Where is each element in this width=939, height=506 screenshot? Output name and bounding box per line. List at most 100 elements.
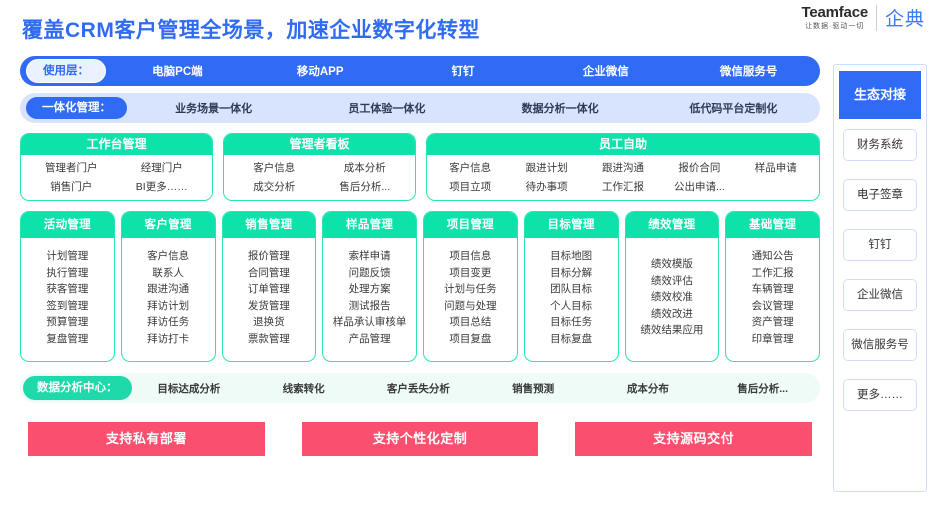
module-card-item[interactable]: 绩效结果应用 (640, 324, 704, 337)
usage-layer-item[interactable]: 企业微信 (582, 66, 629, 78)
source-code-delivery-button[interactable]: 支持源码交付 (575, 422, 813, 456)
module-card-item[interactable]: 客户信息 (147, 250, 190, 262)
module-card-item[interactable]: 目标复盘 (550, 332, 593, 345)
module-card-item[interactable]: 车辆管理 (751, 283, 794, 295)
ecosystem-item-esignature[interactable]: 电子签章 (843, 179, 917, 211)
panel-item[interactable]: 跟进计划 (525, 162, 568, 174)
panel-item[interactable]: 销售门户 (50, 181, 93, 193)
panel-item[interactable]: 工作汇报 (601, 181, 644, 193)
module-card-item[interactable]: 获客管理 (46, 283, 89, 295)
panel-item[interactable]: 项目立项 (449, 181, 492, 193)
module-card-item[interactable]: 通知公告 (751, 250, 794, 262)
data-analysis-item[interactable]: 线索转化 (282, 382, 325, 395)
module-card-item[interactable]: 执行管理 (46, 266, 89, 279)
module-card-item[interactable]: 资产管理 (751, 316, 794, 328)
panel-item[interactable]: BI更多…… (135, 181, 188, 193)
panel-item[interactable]: 客户信息 (449, 162, 492, 174)
ecosystem-item-more[interactable]: 更多…… (843, 379, 917, 411)
module-card-item[interactable]: 测试报告 (348, 299, 391, 312)
module-card-item[interactable]: 印章管理 (751, 332, 794, 345)
panel-item[interactable]: 跟进沟通 (601, 162, 644, 174)
module-card-item[interactable]: 产品管理 (348, 332, 391, 345)
module-card-item[interactable]: 计划与任务 (444, 283, 497, 295)
integrated-management-item[interactable]: 员工体验一体化 (348, 103, 426, 115)
module-card-item[interactable]: 合同管理 (247, 266, 290, 279)
module-card-item[interactable]: 订单管理 (247, 283, 290, 295)
module-card-item[interactable]: 绩效校准 (650, 291, 693, 304)
module-card-item[interactable]: 绩效改进 (650, 307, 693, 320)
module-card-title: 项目管理 (424, 212, 517, 238)
module-card-item[interactable]: 拜访计划 (147, 299, 190, 312)
panel-item[interactable]: 客户信息 (253, 162, 296, 174)
module-card-item[interactable]: 预算管理 (46, 316, 89, 328)
data-analysis-item[interactable]: 销售预测 (512, 382, 555, 395)
module-card-item[interactable]: 项目变更 (449, 266, 492, 279)
data-analysis-item[interactable]: 目标达成分析 (157, 382, 221, 395)
module-card-title: 基础管理 (726, 212, 819, 238)
ecosystem-item-dingtalk[interactable]: 钉钉 (843, 229, 917, 261)
module-card-item[interactable]: 样品承认审核单 (332, 316, 407, 328)
ecosystem-item-wechat-service[interactable]: 微信服务号 (843, 329, 917, 361)
integrated-management-bar: 一体化管理： 业务场景一体化 员工体验一体化 数据分析一体化 低代码平台定制化 (20, 93, 820, 123)
panel-item[interactable]: 成本分析 (343, 162, 386, 174)
module-card-item[interactable]: 工作汇报 (751, 266, 794, 279)
module-card-item[interactable]: 项目信息 (449, 250, 492, 262)
panel-item[interactable]: 报价合同 (678, 162, 721, 174)
module-card-item[interactable]: 索样申请 (348, 250, 391, 262)
module-card-item[interactable]: 目标分解 (550, 266, 593, 279)
module-card-title: 销售管理 (222, 212, 316, 238)
module-card-item[interactable]: 跟进沟通 (147, 283, 190, 295)
module-card-item[interactable]: 报价管理 (247, 250, 290, 262)
panel-employee-self-service: 员工自助 客户信息 跟进计划 跟进沟通 报价合同 样品申请 项目立项 待办事项 … (426, 133, 820, 201)
usage-layer-item[interactable]: 移动APP (296, 66, 344, 78)
private-deployment-button[interactable]: 支持私有部署 (28, 422, 265, 456)
module-card-item[interactable]: 项目总结 (449, 316, 492, 328)
module-card-title: 活动管理 (21, 212, 114, 238)
module-card-item[interactable]: 团队目标 (550, 283, 593, 295)
module-card-item[interactable]: 绩效模版 (650, 258, 693, 271)
module-card-item[interactable]: 绩效评估 (650, 274, 693, 287)
module-card-project: 项目管理 项目信息 项目变更 计划与任务 问题与处理 项目总结 项目复盘 (423, 211, 518, 362)
module-card-item[interactable]: 票款管理 (247, 332, 290, 345)
module-card-item[interactable]: 会议管理 (751, 299, 794, 312)
module-card-item[interactable]: 问题反馈 (348, 266, 391, 279)
integrated-management-item[interactable]: 数据分析一体化 (521, 103, 599, 115)
module-card-item[interactable]: 个人目标 (550, 299, 593, 312)
panel-item[interactable]: 管理者门户 (45, 162, 98, 174)
data-analysis-item[interactable]: 客户丢失分析 (386, 382, 450, 395)
module-card-item[interactable]: 计划管理 (46, 250, 89, 262)
module-card-item[interactable]: 复盘管理 (46, 332, 89, 345)
module-card-item[interactable]: 项目复盘 (449, 332, 492, 345)
panel-item[interactable]: 公出申请... (674, 181, 725, 193)
panel-body: 客户信息 跟进计划 跟进沟通 报价合同 样品申请 项目立项 待办事项 工作汇报 … (427, 155, 819, 200)
data-analysis-item[interactable]: 售后分析... (737, 382, 788, 395)
integrated-management-item[interactable]: 业务场景一体化 (175, 103, 253, 115)
module-card-item[interactable]: 退换货 (253, 316, 285, 328)
ecosystem-item-wecom[interactable]: 企业微信 (843, 279, 917, 311)
ecosystem-item-finance[interactable]: 财务系统 (843, 129, 917, 161)
module-card-item[interactable]: 问题与处理 (444, 299, 497, 312)
module-card-item[interactable]: 联系人 (152, 266, 184, 279)
panel-item[interactable]: 成交分析 (253, 181, 296, 193)
usage-layer-item[interactable]: 微信服务号 (719, 66, 778, 78)
module-card-item[interactable]: 发货管理 (247, 299, 290, 312)
panel-item[interactable]: 待办事项 (525, 181, 568, 193)
panel-item[interactable]: 样品申请 (754, 162, 797, 174)
module-card-body: 客户信息 联系人 跟进沟通 拜访计划 拜访任务 拜访打卡 (122, 238, 215, 361)
panel-title: 工作台管理 (21, 134, 212, 155)
customization-button[interactable]: 支持个性化定制 (301, 422, 539, 456)
integrated-management-item[interactable]: 低代码平台定制化 (689, 103, 778, 115)
panel-item[interactable]: 经理门户 (140, 162, 183, 174)
module-card-item[interactable]: 目标地图 (550, 250, 593, 262)
usage-layer-item[interactable]: 钉钉 (451, 66, 475, 78)
panel-item[interactable]: 售后分析... (339, 181, 391, 193)
module-card-item[interactable]: 拜访打卡 (147, 332, 190, 345)
data-analysis-item[interactable]: 成本分布 (626, 382, 669, 395)
main-content-column: 使用层： 电脑PC端 移动APP 钉钉 企业微信 微信服务号 一体化管理： 业务… (20, 56, 820, 456)
module-card-item[interactable]: 处理方案 (348, 283, 391, 295)
module-card-item[interactable]: 拜访任务 (147, 316, 190, 328)
module-card-item[interactable]: 目标任务 (550, 316, 593, 328)
module-card-body: 报价管理 合同管理 订单管理 发货管理 退换货 票款管理 (223, 238, 316, 361)
usage-layer-item[interactable]: 电脑PC端 (152, 66, 203, 78)
module-card-item[interactable]: 签到管理 (46, 299, 89, 312)
